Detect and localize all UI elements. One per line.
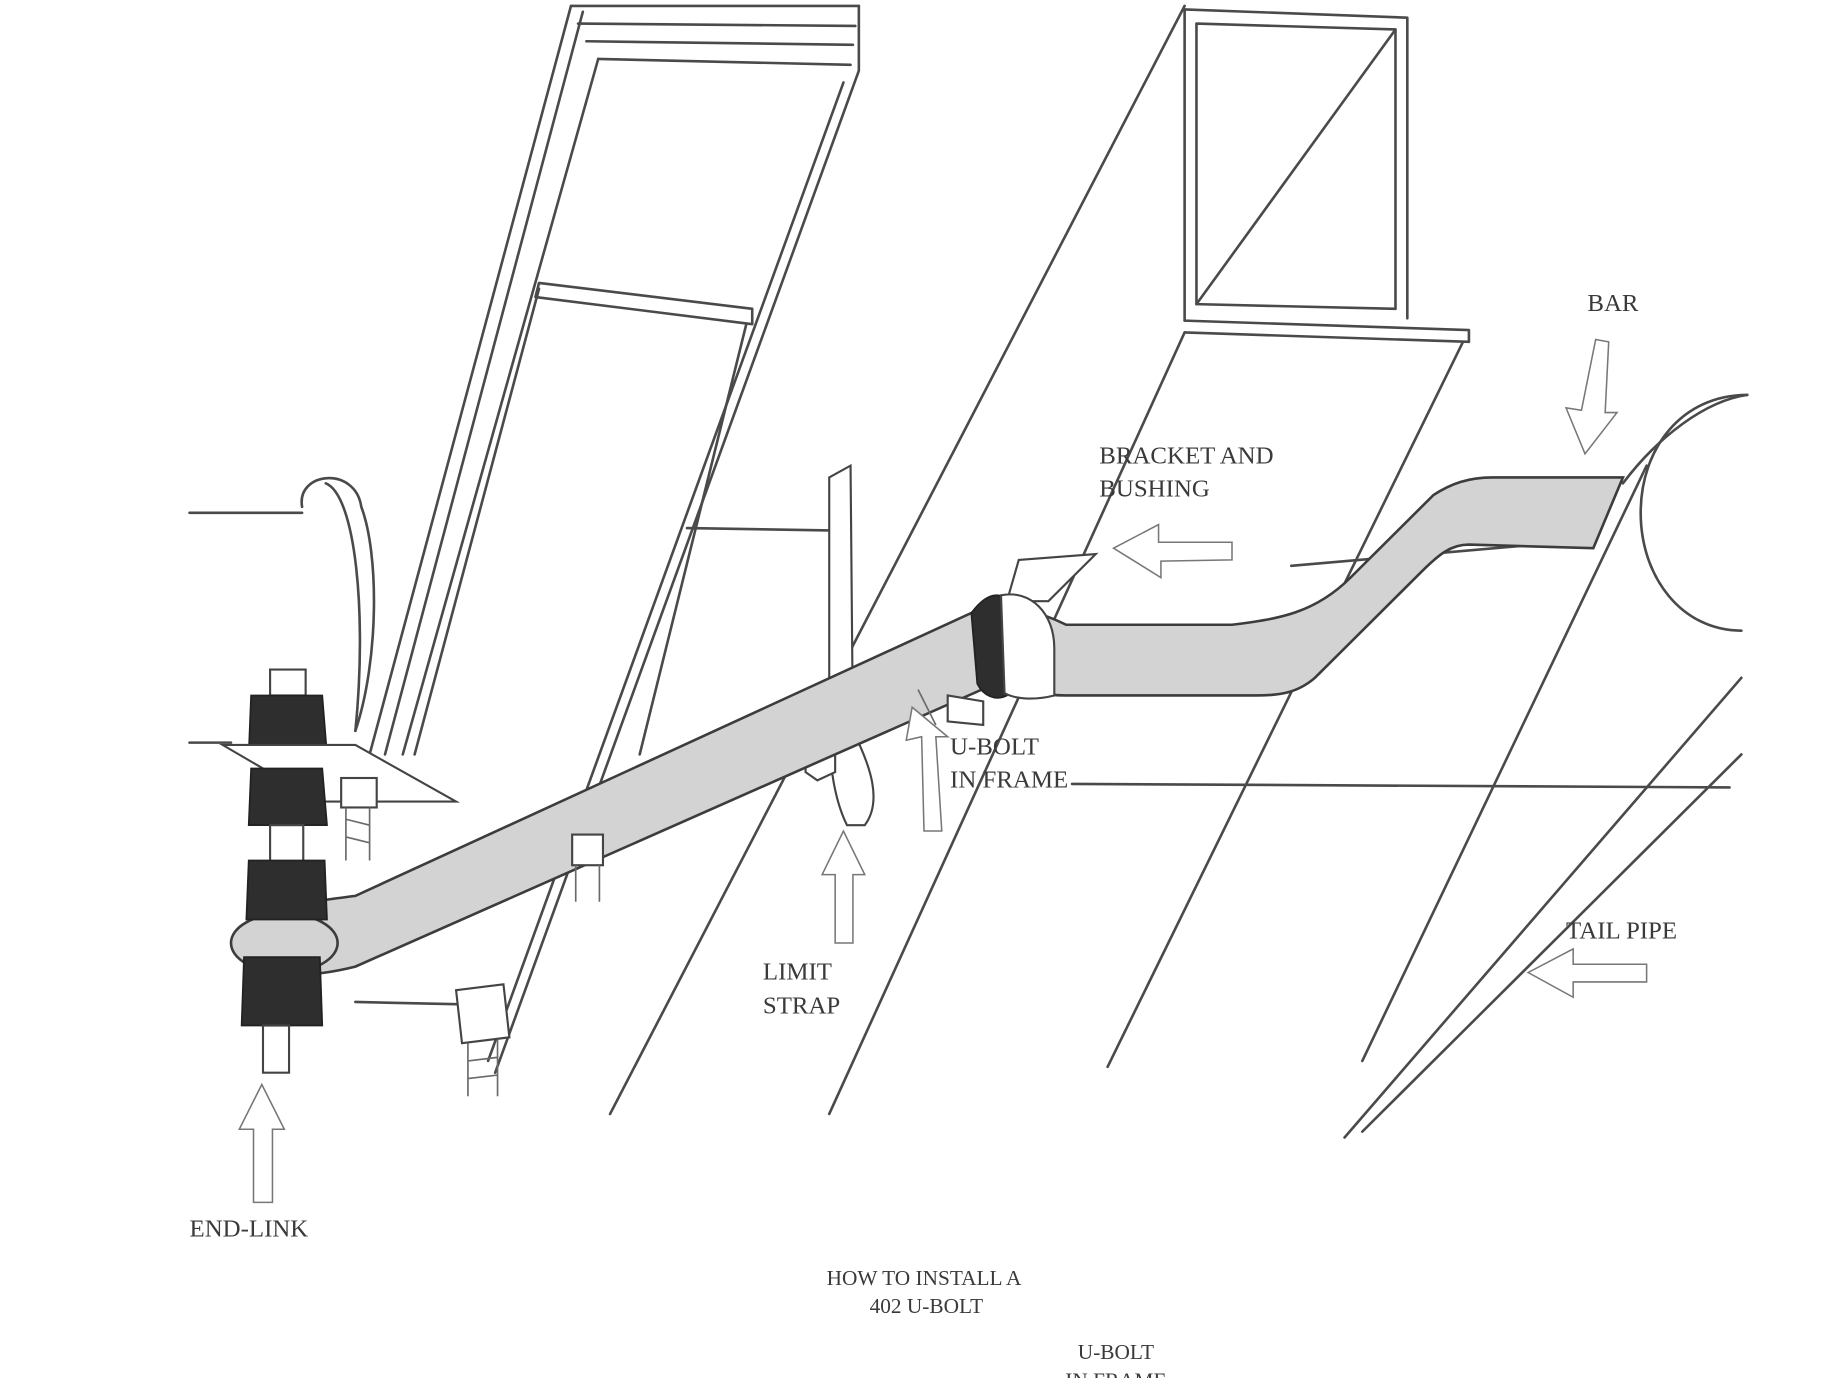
frame-rail <box>608 4 1743 1139</box>
label-limit-line1: LIMIT <box>763 959 832 986</box>
tail-pipe-edge <box>1621 393 1749 485</box>
limit-strap-arrow-icon <box>820 829 867 944</box>
label-bracket-line1: BRACKET AND <box>1099 442 1273 469</box>
label-tail-pipe: TAIL PIPE <box>1566 917 1677 944</box>
footer-line1: U-BOLT <box>1078 1340 1154 1364</box>
label-end-link: END-LINK <box>190 1216 309 1243</box>
label-limit-line2: STRAP <box>763 993 840 1020</box>
ubolt-arrow-icon <box>905 705 950 832</box>
caption-line2: 402 U-BOLT <box>870 1294 984 1318</box>
label-bar: BAR <box>1587 290 1639 317</box>
tail-pipe <box>1639 393 1749 632</box>
leaf-spring <box>368 4 861 1074</box>
caption-line1: HOW TO INSTALL A <box>827 1266 1022 1290</box>
label-ubolt-line1: U-BOLT <box>950 733 1039 760</box>
bracket-and-bushing <box>917 552 1099 727</box>
limit-strap <box>804 463 875 827</box>
label-ubolt-line2: IN FRAME <box>950 766 1068 793</box>
axle-housing <box>188 476 831 1006</box>
bracket-arrow-icon <box>1111 523 1233 579</box>
end-link-assembly <box>218 668 605 1097</box>
end-link-arrow-icon <box>238 1082 286 1204</box>
footer-line2: IN FRAME <box>1065 1368 1166 1378</box>
label-bracket-line2: BUSHING <box>1099 475 1210 502</box>
bar-arrow-icon <box>1564 338 1619 456</box>
tail-pipe-arrow-icon <box>1526 947 1648 999</box>
